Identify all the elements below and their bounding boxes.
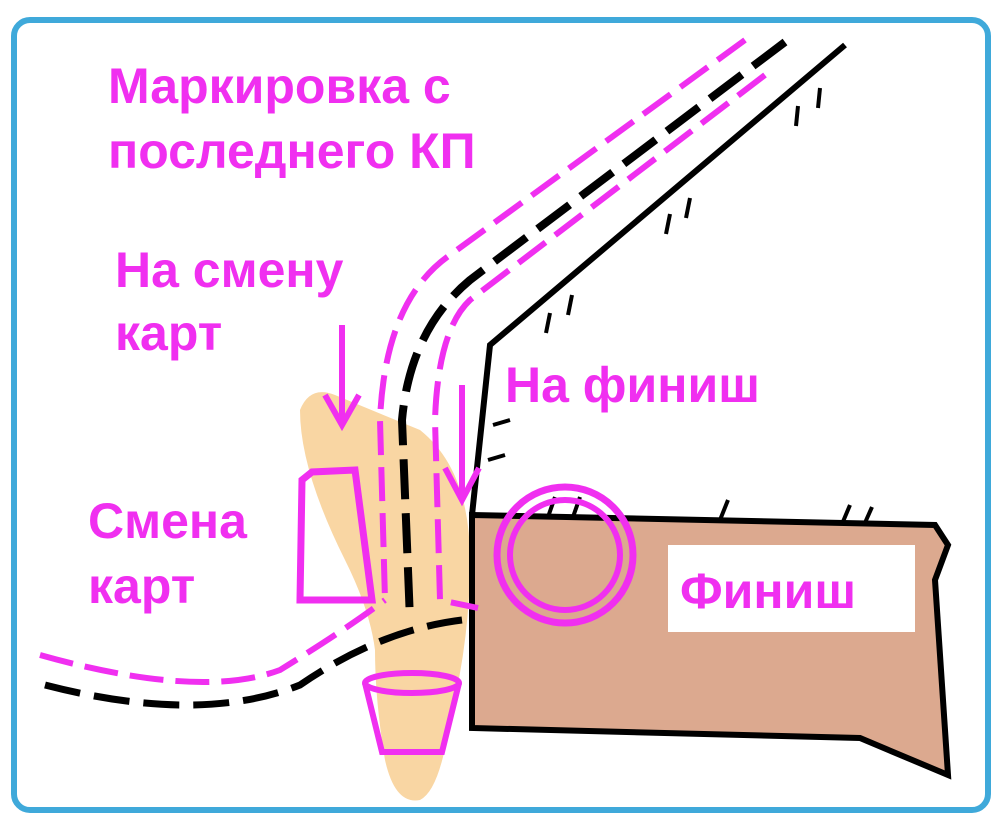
arrow-to-finish-icon	[442, 385, 482, 507]
marked-route	[39, 37, 767, 685]
map-change-box	[296, 466, 376, 604]
map-change-label-line1: Смена	[88, 493, 248, 549]
map-change-zone	[300, 392, 470, 801]
map-change-label-line2: карт	[88, 558, 195, 614]
water-cup-icon	[362, 670, 462, 755]
marking-label-line1: Маркировка с	[108, 58, 451, 114]
to-finish-label: На финиш	[505, 357, 760, 413]
arrow-to-map-change-icon	[322, 325, 362, 432]
marking-label-line2: последнего КП	[108, 123, 476, 179]
finish-label-box	[668, 545, 915, 632]
boundary-line	[469, 42, 847, 516]
to-map-change-label-line1: На смену	[115, 242, 344, 298]
to-map-change-label-line2: карт	[115, 305, 222, 361]
road-lower	[44, 616, 463, 709]
finish-circle-outer	[493, 483, 637, 627]
finish-label: Финиш	[680, 563, 856, 619]
finish-circle-inner	[507, 497, 623, 613]
road-main	[397, 38, 788, 621]
slope-ticks	[487, 87, 874, 526]
